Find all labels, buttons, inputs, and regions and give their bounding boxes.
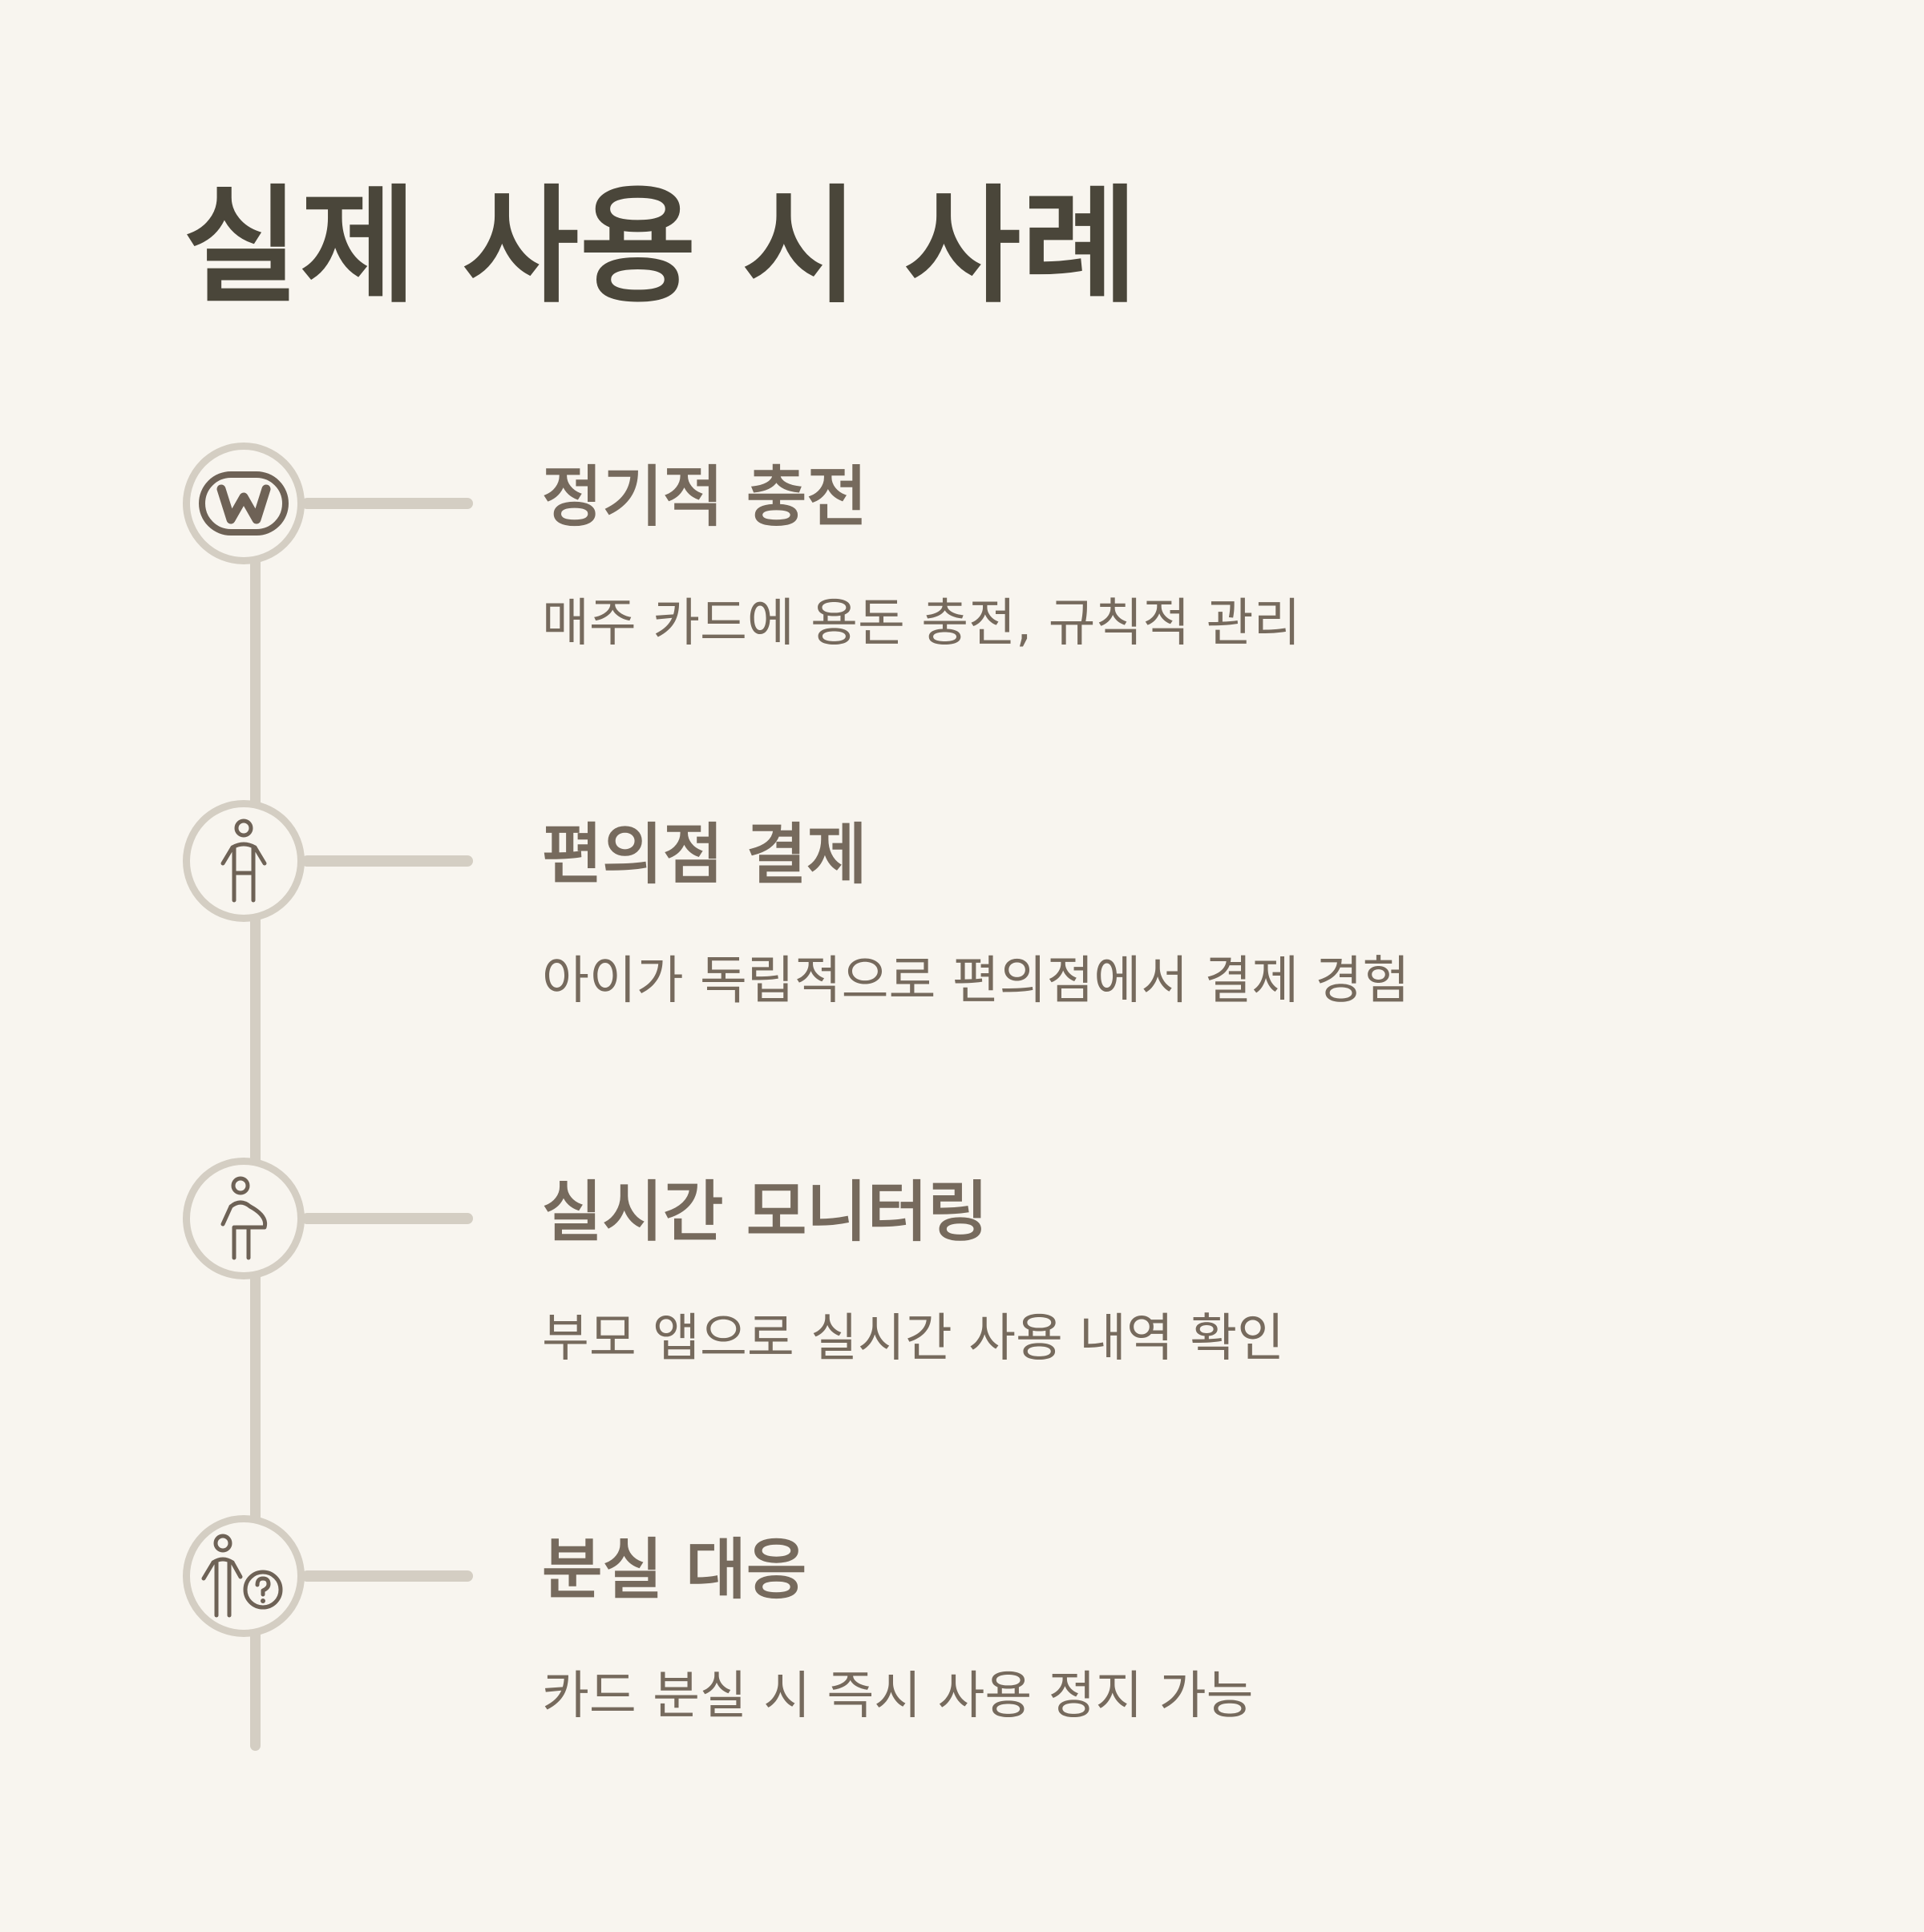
- timeline-step-store-payment: 편의점 결제 아이가 독립적으로 편의점에서 결제 경험: [0, 800, 1924, 1011]
- step-heading: 실시간 모니터링: [542, 1174, 988, 1251]
- step-description: 매주 카드에 용돈 충전, 규칙적 관리: [542, 594, 1301, 653]
- step-icon-circle: [183, 1515, 305, 1637]
- step-icon-circle: [183, 800, 305, 922]
- step-heading: 편의점 결제: [542, 817, 867, 893]
- step-description: 부모 앱으로 실시간 사용 내역 확인: [542, 1309, 1285, 1368]
- step-connector: [301, 1570, 473, 1582]
- page-title: 실제 사용 시 사례: [183, 173, 1139, 321]
- step-description: 아이가 독립적으로 편의점에서 결제 경험: [542, 952, 1410, 1011]
- step-icon-circle: [183, 1158, 305, 1279]
- w-logo-icon: [199, 471, 289, 536]
- step-connector: [301, 1213, 473, 1224]
- timeline-step-regular-charge: 정기적 충전 매주 카드에 용돈 충전, 규칙적 관리: [0, 443, 1924, 653]
- step-connector: [301, 498, 473, 509]
- timeline-step-loss-response: 분실 대응 카드 분실 시 즉시 사용 정지 가능: [0, 1515, 1924, 1726]
- person-question-icon: [199, 1532, 289, 1620]
- child-icon: [212, 817, 276, 905]
- step-heading: 분실 대응: [542, 1532, 807, 1608]
- step-icon-circle: [183, 443, 305, 564]
- step-connector: [301, 855, 473, 867]
- step-description: 카드 분실 시 즉시 사용 정지 가능: [542, 1667, 1254, 1726]
- timeline-step-realtime-monitoring: 실시간 모니터링 부모 앱으로 실시간 사용 내역 확인: [0, 1158, 1924, 1368]
- step-heading: 정기적 충전: [542, 459, 867, 536]
- parent-icon: [212, 1174, 276, 1263]
